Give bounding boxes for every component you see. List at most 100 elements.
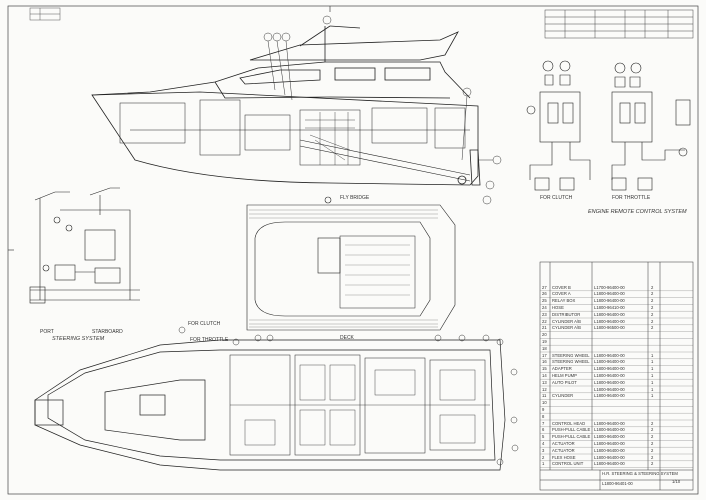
table-cell-no: 6 <box>542 427 545 433</box>
flybridge-plan <box>246 196 456 331</box>
table-cell-code: L1800-96400-00 <box>594 427 625 433</box>
table-cell-code: L1800-96400-00 <box>594 372 625 378</box>
table-cell-qty: 2 <box>651 440 654 446</box>
table-cell-no: 19 <box>542 338 547 344</box>
table-cell-name: ADAPTER <box>552 366 572 372</box>
table-cell-name: FLEX HOSE <box>552 454 576 460</box>
table-cell-name: STEERING WHEEL <box>552 359 590 365</box>
table-cell-no: 18 <box>542 345 547 351</box>
table-cell-qty: 2 <box>651 318 654 324</box>
table-cell-name: PUSH-PULL CABLE <box>552 427 591 433</box>
table-cell-qty: 2 <box>651 311 654 317</box>
table-cell-name: CYLINDER A/B <box>552 325 581 331</box>
parts-table-grid <box>539 261 694 491</box>
steering-system-caption: STEERING SYSTEM <box>52 336 105 342</box>
table-cell-qty: 1 <box>651 379 654 385</box>
deck-plan <box>34 339 506 471</box>
table-cell-no: 2 <box>542 454 545 460</box>
title-block-top-right <box>544 9 694 39</box>
table-cell-no: 16 <box>542 359 547 365</box>
table-cell-qty: 2 <box>651 420 654 426</box>
table-title-line-2: L1800-96401-00 <box>602 481 633 486</box>
table-cell-no: 9 <box>542 406 545 412</box>
table-cell-qty: 2 <box>651 427 654 433</box>
table-cell-qty: 2 <box>651 304 654 310</box>
table-cell-qty: 2 <box>651 284 654 290</box>
table-cell-code: L1800-96400-00 <box>594 386 625 392</box>
table-cell-no: 17 <box>542 352 547 358</box>
table-cell-code: L1800-96400-00 <box>594 311 625 317</box>
table-cell-no: 8 <box>542 413 545 419</box>
drawing-frame <box>7 5 699 495</box>
table-cell-no: 5 <box>542 434 545 440</box>
table-cell-code: L1800-96400-00 <box>594 379 625 385</box>
table-cell-no: 23 <box>542 311 547 317</box>
table-cell-qty: 1 <box>651 372 654 378</box>
table-cell-no: 22 <box>542 318 547 324</box>
table-cell-qty: 1 <box>651 386 654 392</box>
remote-control-schematic <box>526 60 691 191</box>
table-cell-code: L1800-96400-00 <box>594 359 625 365</box>
table-cell-no: 12 <box>542 386 547 392</box>
table-cell-name: PUSH-PULL CABLE <box>552 434 591 440</box>
table-cell-code: L1800-96400-00 <box>594 447 625 453</box>
table-cell-qty: 2 <box>651 291 654 297</box>
table-cell-name: CONTROL HEAD <box>552 420 586 426</box>
table-cell-qty: 1 <box>651 366 654 372</box>
table-cell-qty: 1 <box>651 393 654 399</box>
table-cell-name: AUTO PILOT <box>552 379 577 385</box>
table-cell-name: RELAY BOX <box>552 298 576 304</box>
table-title-line-1: H.R. STEERING & STEERING SYSTEM <box>602 471 678 476</box>
fly-bridge-label: FLY BRIDGE <box>340 195 370 201</box>
table-cell-code: L1800-96400-00 <box>594 366 625 372</box>
table-cell-qty: 2 <box>651 447 654 453</box>
table-cell-code: L1700-96400-00 <box>594 284 625 290</box>
for-throttle-label: FOR THROTTLE <box>612 195 651 201</box>
table-cell-name: COVER A <box>552 291 571 297</box>
table-cell-name: HOSE <box>552 304 564 310</box>
table-cell-code: L1800-96400-00 <box>594 291 625 297</box>
table-cell-no: 7 <box>542 420 545 426</box>
table-cell-qty: 2 <box>651 325 654 331</box>
table-cell-name: STEERING WHEEL <box>552 352 590 358</box>
table-cell-name: ACTUATOR <box>552 440 575 446</box>
table-cell-no: 10 <box>542 400 547 406</box>
table-cell-code: L1800-96400-00 <box>594 352 625 358</box>
table-cell-qty: 2 <box>651 298 654 304</box>
table-cell-name: CONTROL UNIT <box>552 461 584 467</box>
table-cell-no: 21 <box>542 325 547 331</box>
for-clutch-label: FOR CLUTCH <box>540 195 573 201</box>
table-cell-code: L1800-96410-00 <box>594 304 625 310</box>
starboard-label: STARBOARD <box>92 329 123 335</box>
table-cell-no: 27 <box>542 284 547 290</box>
for-clutch-lower-label: FOR CLUTCH <box>188 321 221 327</box>
table-cell-qty: 2 <box>651 454 654 460</box>
deck-label: DECK <box>340 335 354 341</box>
steering-schematic <box>29 187 140 304</box>
table-cell-no: 4 <box>542 440 545 446</box>
table-cell-code: L1800-96400-00 <box>594 318 625 324</box>
table-cell-code: L1800-96500-00 <box>594 325 625 331</box>
table-cell-code: L1800-96400-00 <box>594 440 625 446</box>
table-cell-no: 1 <box>542 461 545 467</box>
table-cell-no: 3 <box>542 447 545 453</box>
table-cell-qty: 2 <box>651 434 654 440</box>
table-cell-no: 24 <box>542 304 547 310</box>
table-cell-no: 14 <box>542 372 547 378</box>
table-cell-no: 20 <box>542 332 547 338</box>
stamp-box-top-left <box>29 7 61 21</box>
drawing-scale: 1/10 <box>672 479 681 484</box>
table-cell-no: 11 <box>542 393 547 399</box>
table-cell-code: L1800-96400-00 <box>594 420 625 426</box>
table-cell-no: 25 <box>542 298 547 304</box>
table-cell-qty: 2 <box>651 461 654 467</box>
table-cell-no: 15 <box>542 366 547 372</box>
table-cell-name: DISTRIBUTOR <box>552 311 581 317</box>
table-cell-no: 26 <box>542 291 547 297</box>
table-cell-name: CYLINDER A/B <box>552 318 581 324</box>
table-cell-qty: 1 <box>651 352 654 358</box>
table-cell-name: ACTUATOR <box>552 447 575 453</box>
profile-callouts <box>263 15 502 205</box>
table-cell-code: L1800-96400-00 <box>594 461 625 467</box>
